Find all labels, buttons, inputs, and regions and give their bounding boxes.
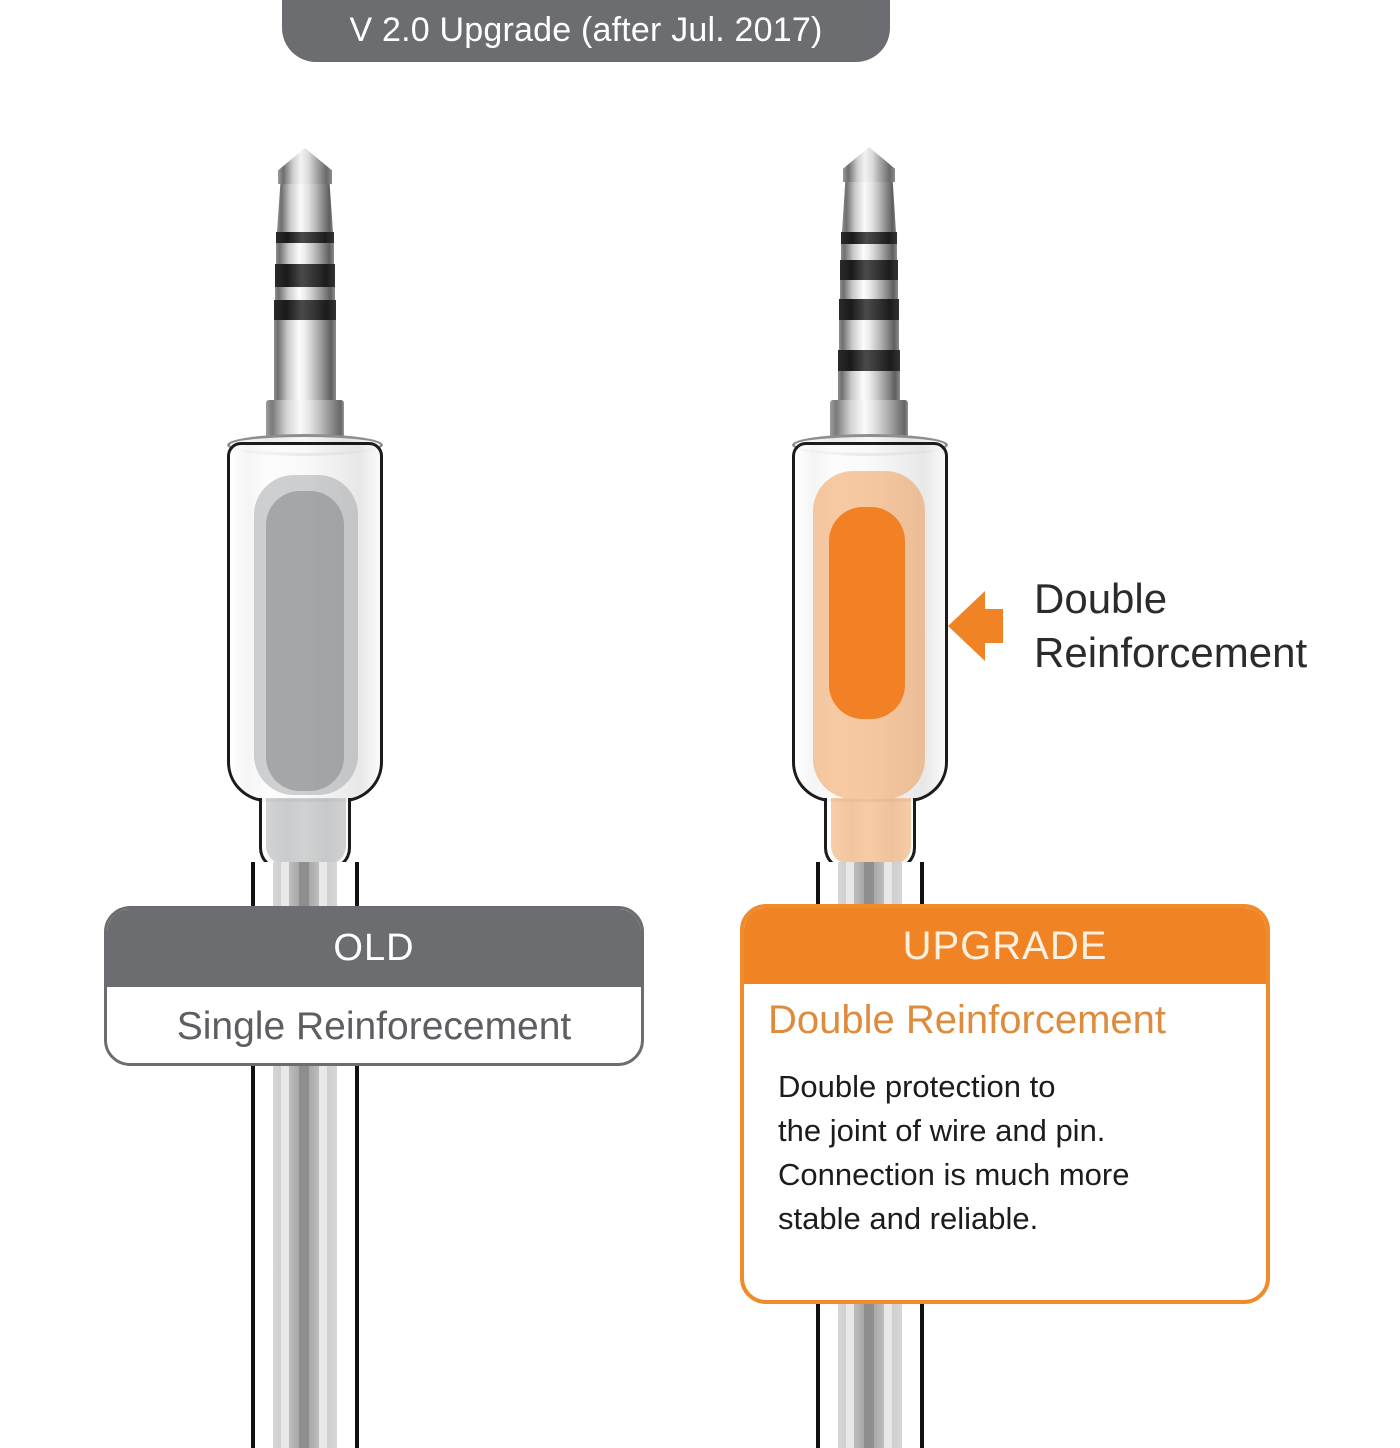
pin-band-4 (838, 350, 900, 371)
description-line: Double protection to (778, 1069, 1056, 1104)
housing-old (227, 442, 383, 802)
pin-band-3 (274, 300, 336, 320)
reinforcement-neck-old (266, 798, 346, 864)
upgrade-label-card: UPGRADE Double Reinforcement Double prot… (740, 904, 1270, 1304)
upgrade-card-band-label: UPGRADE (902, 923, 1108, 968)
version-header-banner: V 2.0 Upgrade (after Jul. 2017) (282, 0, 890, 62)
pin-segment-4 (838, 371, 900, 405)
cable-old-upper (251, 862, 359, 910)
left-arrow-icon (948, 590, 1003, 661)
upgrade-column: Double Reinforcement UPGRADE Double Rein… (700, 0, 1400, 1448)
strain-relief-old (259, 798, 351, 870)
pin-cone (842, 182, 896, 232)
pin-segment-1 (841, 244, 897, 260)
old-card-band-label: OLD (333, 926, 415, 969)
pin-segment-1 (276, 243, 334, 264)
description-line: the joint of wire and pin. (778, 1113, 1106, 1149)
pin-band-1 (276, 232, 334, 243)
description-line: stable and reliable. (778, 1201, 1039, 1237)
pin-band-1 (841, 232, 897, 244)
old-label-card: OLD Single Reinforecement (104, 906, 644, 1066)
reinforcement-layer-inner-old (266, 491, 344, 791)
reinforcement-layer-inner-upgrade (829, 507, 905, 719)
pin-segment-3 (839, 320, 899, 350)
pin-tip-icon (843, 147, 895, 182)
old-column: OLD Single Reinforecement (104, 148, 644, 1448)
description-line: Connection is much more (778, 1157, 1130, 1193)
pin-band-2 (275, 264, 335, 287)
callout-text: Double Reinforcement (1034, 572, 1307, 680)
cable-upgrade-upper (816, 862, 924, 910)
strain-relief-upgrade (824, 798, 916, 870)
old-card-body: Single Reinforecement (107, 987, 641, 1063)
callout-line-1: Double (1034, 575, 1168, 622)
upgrade-card-band: UPGRADE (744, 908, 1266, 984)
pin-band-2 (840, 260, 898, 280)
page-title: V 2.0 Upgrade (after Jul. 2017) (349, 11, 823, 49)
pin-tip-icon (278, 148, 332, 184)
old-card-body-label: Single Reinforecement (176, 1004, 572, 1048)
pin-segment-3 (274, 320, 336, 405)
upgrade-card-description: Double protection to the joint of wire a… (744, 1043, 1266, 1241)
pin-cone (277, 184, 333, 232)
callout-line-2: Reinforcement (1034, 628, 1308, 676)
double-reinforcement-callout: Double Reinforcement (948, 572, 1307, 680)
upgrade-card-subtitle: Double Reinforcement (768, 998, 1166, 1042)
pin-band-3 (839, 299, 899, 320)
reinforcement-neck-upgrade (831, 798, 911, 864)
old-card-band: OLD (107, 909, 641, 987)
housing-upgrade (792, 442, 948, 802)
